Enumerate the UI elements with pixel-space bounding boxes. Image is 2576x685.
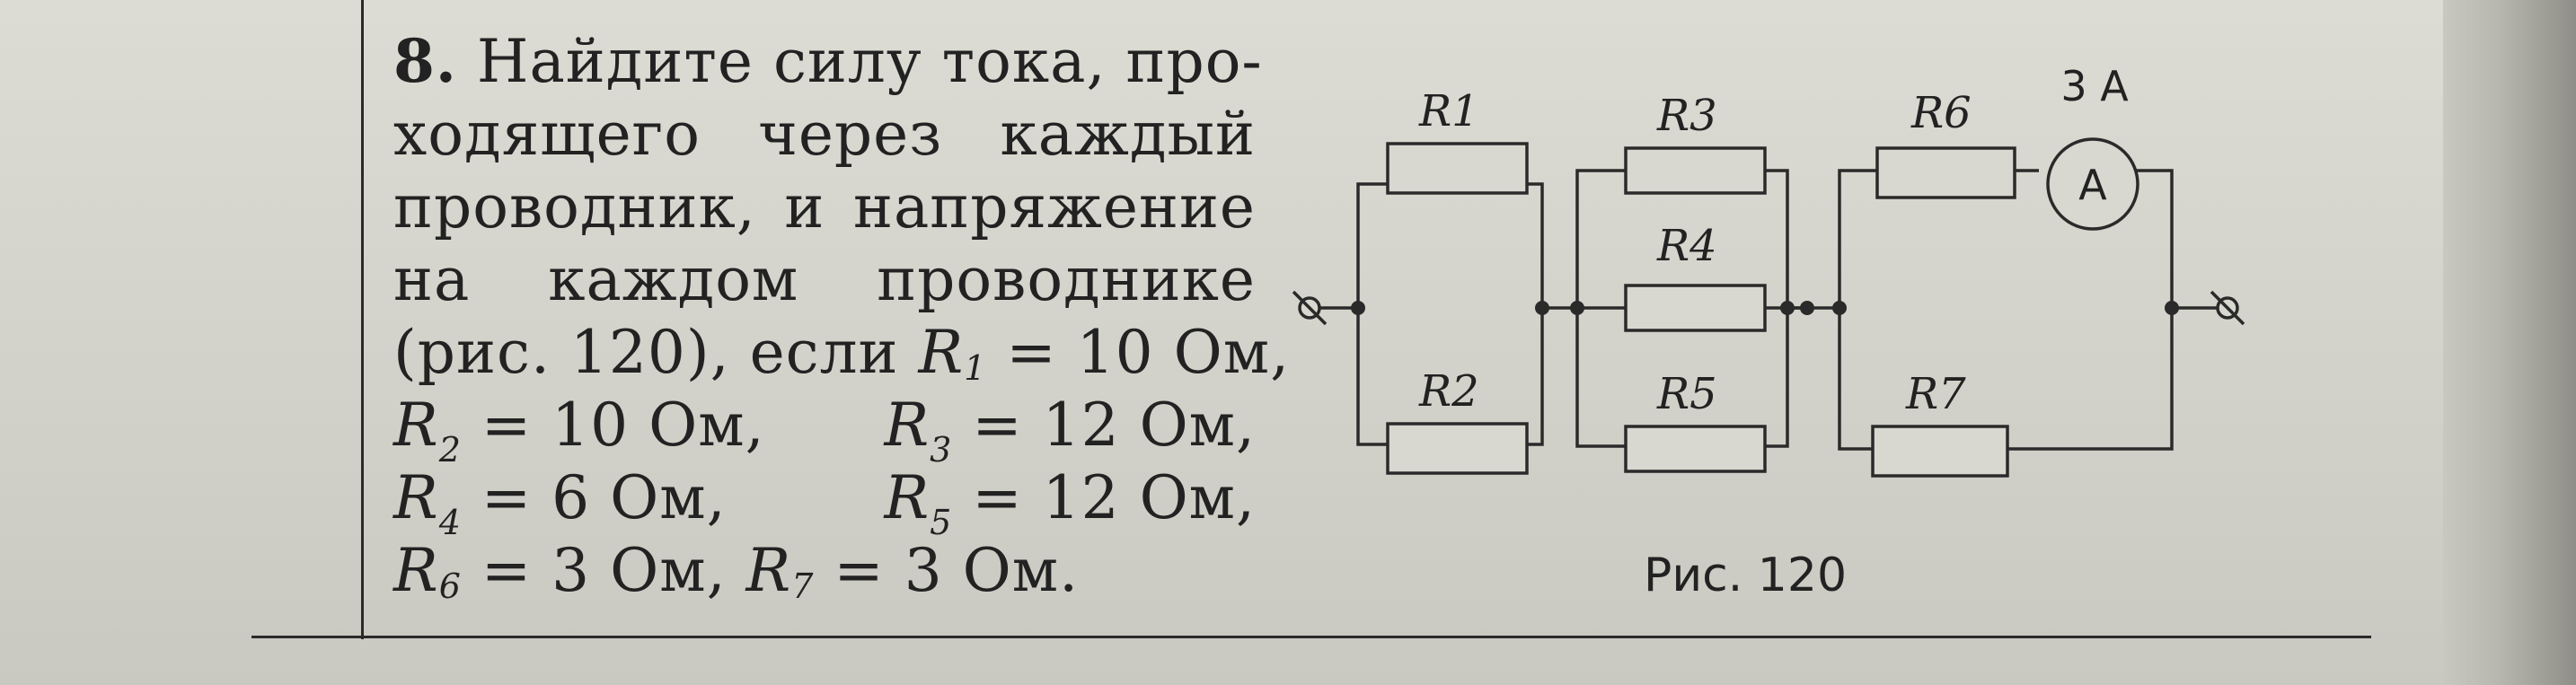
resistor-r6 [1875,146,2016,199]
wire-r7-left [1838,308,1873,451]
word: каждом [548,245,799,314]
bottom-rule [251,636,2371,638]
wire-r5-left [1575,308,1626,448]
problem-text: 8. Найдите силу тока, про- ходящего чере… [393,25,1291,607]
junction-dot [1780,301,1795,315]
ammeter-reading: 3 A [2060,62,2129,110]
wire-r5-right [1765,308,1789,448]
problem-line-7: R4 = 6 Ом, R5 = 12 Ом, [393,463,1256,542]
resistor-r1 [1386,142,1529,195]
junction-dot [1570,301,1584,315]
label-r7: R7 [1905,369,1966,419]
word: через [758,100,943,169]
resistor-r5 [1624,425,1767,473]
ammeter-circle [2046,137,2139,231]
page-edge-shadow [2443,0,2576,685]
junction-dot [1800,301,1814,315]
resistor-r3 [1624,146,1767,195]
junction-dot [1351,301,1365,315]
problem-number: 8. [393,26,457,96]
junction-dot [2165,301,2179,315]
label-r5: R5 [1656,369,1717,419]
wire-ammeter-right [2130,169,2174,308]
input-terminal-slash [1292,290,1328,326]
wire-r1-right [1527,182,1544,308]
label-r4: R4 [1656,221,1717,271]
resistor-r7 [1871,425,2009,478]
word: каждый [1000,100,1256,169]
column-divider [361,0,364,639]
wire-r2-left [1356,308,1388,446]
junction-dot [1832,301,1847,315]
resistor-r4 [1624,284,1767,332]
junction-dot [1535,301,1549,315]
r1-symbol: R [918,318,965,387]
word: проводнике [877,245,1256,314]
problem-line-4: на каждом проводнике [393,243,1256,316]
word: и [784,172,825,242]
problem-line-1: 8. Найдите силу тока, про- [393,25,1262,98]
problem-line-6: R2 = 10 Ом, R3 = 12 Ом, [393,391,1256,470]
figure-caption: Рис. 120 [1644,549,1847,602]
word: ходящего [393,100,701,169]
word: на [393,245,471,314]
resistor-r2 [1386,422,1529,475]
label-r3: R3 [1656,91,1717,141]
label-r6: R6 [1910,88,1972,138]
problem-line-3: проводник, и напряжение [393,171,1256,243]
wire-r3-right [1765,169,1789,308]
label-r2: R2 [1418,366,1479,417]
wire-r3-left [1575,169,1626,308]
wire-r1-left [1356,182,1388,308]
problem-line-2: ходящего через каждый [393,98,1256,171]
line-1-text: Найдите силу тока, про- [476,27,1263,96]
output-terminal-slash [2210,290,2245,326]
label-r1: R1 [1418,86,1479,136]
word: проводник, [393,172,756,242]
wire-r6-left [1838,169,1877,308]
ammeter-symbol: A [2078,161,2107,209]
word: напряжение [852,172,1256,242]
wire-r7-right [2007,308,2174,451]
wire-r2-right [1527,308,1544,446]
